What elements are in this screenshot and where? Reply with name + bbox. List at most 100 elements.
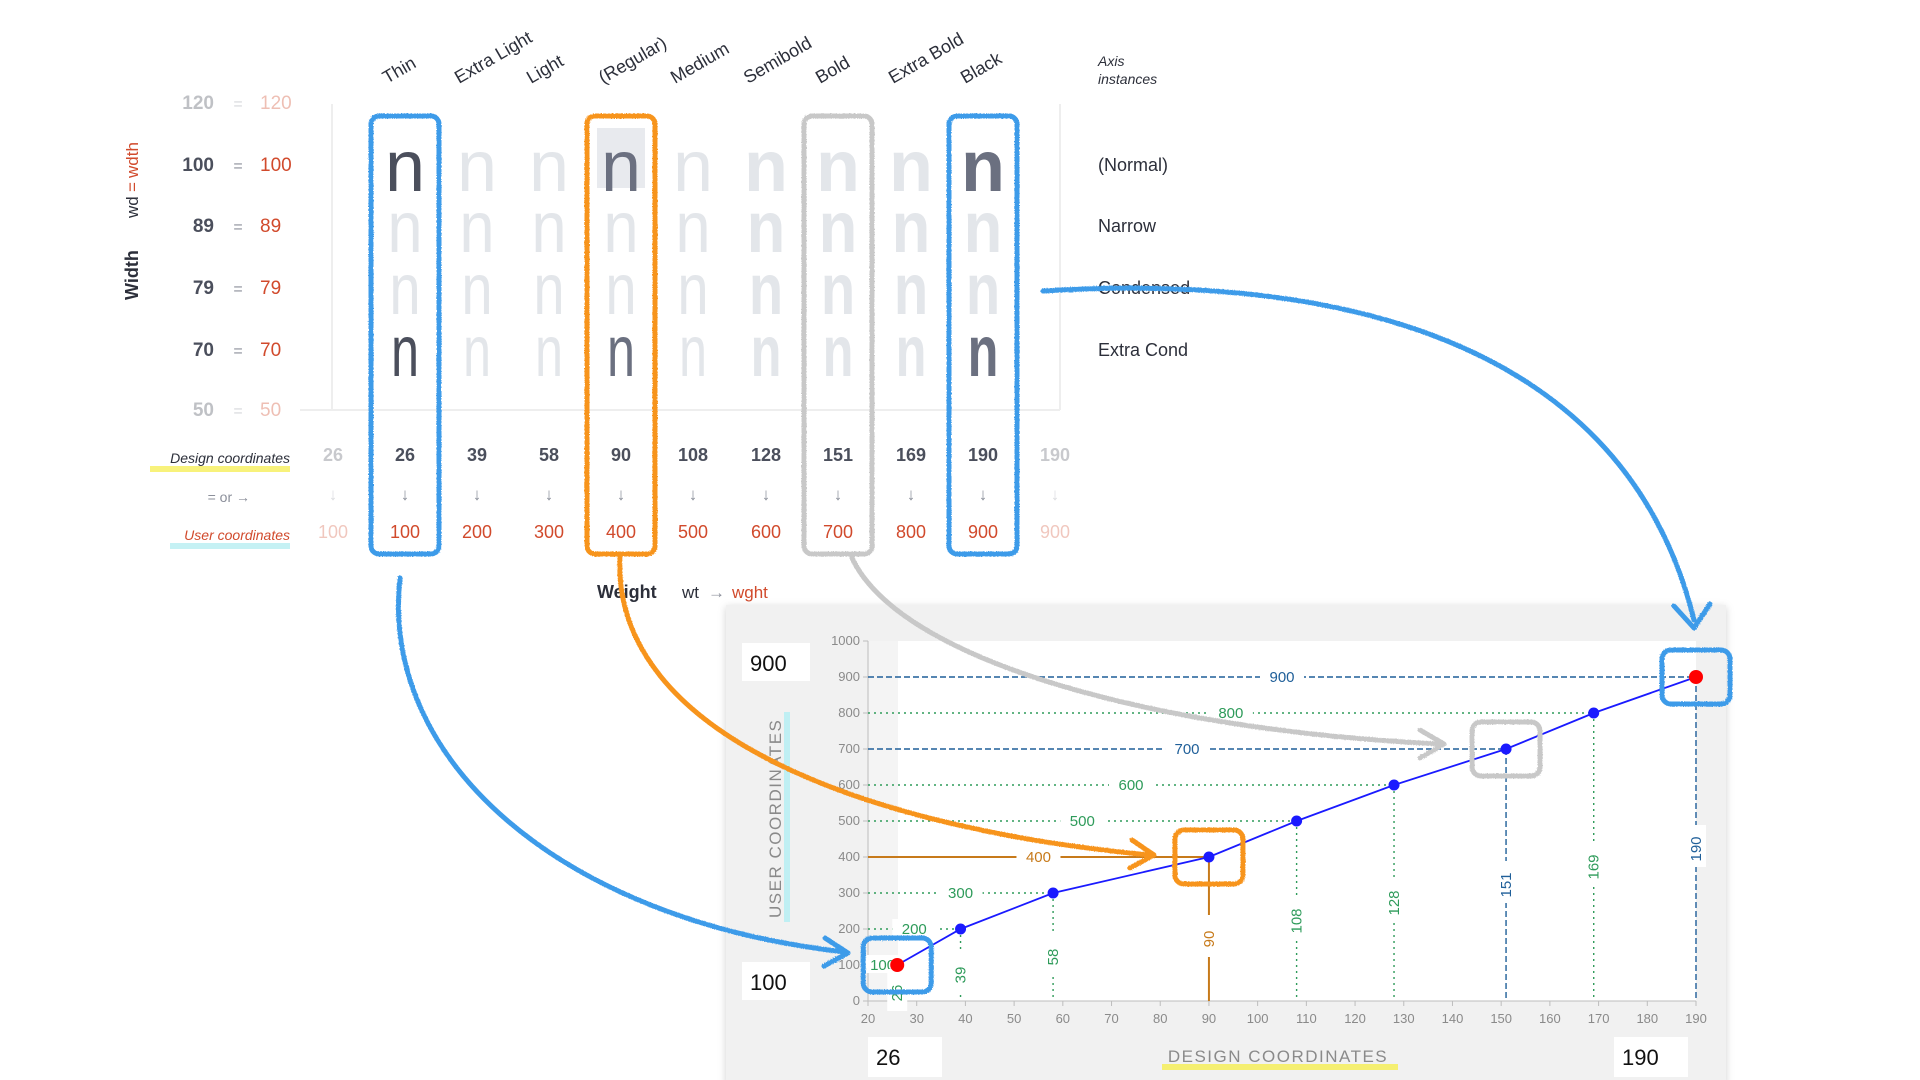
x-tick-label: 60: [1056, 1011, 1070, 1026]
guide-label-bg: [1260, 667, 1304, 685]
series-point: [1500, 743, 1512, 755]
glyph-cell: n: [459, 188, 494, 268]
x-tick-label: 170: [1588, 1011, 1610, 1026]
glyph-cell: n: [744, 127, 788, 207]
glyph-cell: n: [889, 127, 933, 207]
glyph-cell: n: [533, 249, 564, 329]
width-design-value: 79: [193, 278, 214, 299]
user-coordinates-label: User coordinates: [184, 527, 290, 543]
mapping-label: = or →: [208, 489, 250, 505]
top-left-value-box: [742, 643, 810, 681]
down-arrow: ↓: [473, 485, 482, 504]
glyph-cell: n: [966, 249, 1000, 329]
glyph-cell: n: [461, 249, 492, 329]
bottom-x-right-value-box: [1614, 1037, 1688, 1077]
horizontal-guide-label: 600: [1118, 777, 1143, 794]
x-tick-label: 140: [1442, 1011, 1464, 1026]
guide-label-bg: [892, 919, 937, 937]
width-user-value: 70: [260, 340, 281, 361]
x-tick-label: 150: [1490, 1011, 1512, 1026]
down-arrow: ↓: [834, 485, 843, 504]
y-tick-label: 800: [838, 705, 860, 720]
guide-label-bg: [1043, 933, 1064, 975]
y-tick-label: 1000: [831, 633, 860, 648]
vertical-guide-label: 90: [1201, 931, 1218, 948]
width-user-value: 100: [260, 155, 292, 176]
glyph-cell: n: [601, 127, 641, 207]
user-coordinate-value: 500: [678, 522, 708, 542]
y-tick-label: 500: [838, 813, 860, 828]
arrow-bold-head: [1417, 727, 1447, 761]
width-user-value: 50: [260, 400, 281, 421]
y-axis-title: USER COORDINATES: [766, 719, 785, 918]
weight-instance-name: Light: [523, 51, 567, 88]
x-tick-label: 180: [1636, 1011, 1658, 1026]
glyph-cell: n: [677, 249, 708, 329]
glyph-cell: n: [961, 127, 1005, 207]
width-design-value: 100: [182, 155, 214, 176]
vertical-guide-label: 39: [953, 967, 970, 984]
x-tick-label: 110: [1296, 1011, 1317, 1026]
user-coordinate-value: 200: [462, 522, 492, 542]
width-equals-sign: =: [233, 403, 242, 420]
series-endpoint: [890, 958, 905, 972]
y-tick-label: 400: [838, 849, 860, 864]
arrow-bold-to-chart: [849, 555, 1443, 747]
bottom-x-right-value: 190: [1622, 1045, 1659, 1070]
horizontal-guide-label: 200: [902, 921, 927, 938]
weight-instance-name: Bold: [812, 52, 853, 87]
x-axis-title-highlight: [1162, 1064, 1398, 1070]
horizontal-guide-label: 700: [1175, 741, 1200, 758]
width-design-value: 120: [182, 93, 214, 114]
horizontal-guide-label: 400: [1026, 849, 1051, 866]
down-arrow: ↓: [907, 485, 916, 504]
weight-instance-name: Black: [957, 48, 1006, 88]
weight-instance-name: Thin: [379, 53, 419, 88]
width-user-value: 79: [260, 278, 281, 299]
glyph-cell: n: [747, 188, 786, 268]
glyph-cell: n: [457, 127, 497, 207]
x-tick-label: 90: [1202, 1011, 1216, 1026]
vertical-guide-label: 169: [1586, 854, 1603, 879]
horizontal-guide-label: 800: [1218, 705, 1243, 722]
horizontal-guide-label: 900: [1269, 669, 1294, 686]
guide-label-bg: [1208, 703, 1253, 721]
width-equals: =: [123, 182, 142, 192]
chart-box-thin: [860, 935, 934, 995]
glyph-cell: n: [823, 312, 854, 392]
weight-tag: wt: [681, 583, 699, 602]
column-box-black: [946, 113, 1020, 557]
glyph-cell: n: [389, 249, 420, 329]
x-tick-label: 40: [958, 1011, 972, 1026]
design-coordinates-highlight: [150, 466, 290, 472]
width-axis-label: Width wd = wdth: [122, 142, 142, 300]
width-tag-user: wdth: [123, 142, 142, 179]
glyph-cell: n: [896, 312, 927, 392]
guide-label-bg: [938, 883, 983, 901]
y-axis-title-highlight: [784, 712, 790, 922]
design-coordinate-value: 151: [823, 445, 853, 465]
top-left-value: 900: [750, 651, 787, 676]
width-design-value: 89: [193, 216, 214, 237]
series-point: [1588, 707, 1600, 719]
x-tick-label: 120: [1344, 1011, 1366, 1026]
down-arrow: ↓: [762, 485, 771, 504]
chart-box-black: [1659, 647, 1733, 707]
guide-label-bg: [1384, 879, 1405, 921]
x-tick-label: 80: [1153, 1011, 1167, 1026]
vertical-guide-label: 58: [1045, 949, 1062, 966]
glyph-cell: n: [894, 249, 928, 329]
glyph-cell: n: [968, 312, 999, 392]
glyph-cell: n: [391, 312, 419, 392]
series-point: [955, 923, 967, 935]
weight-instance-name: Extra Bold: [885, 29, 967, 88]
glyph-cell: n: [749, 249, 783, 329]
user-coordinate-value: 100: [390, 522, 420, 542]
weight-arrow: →: [708, 583, 725, 602]
design-coordinate-value: 26: [395, 445, 415, 465]
